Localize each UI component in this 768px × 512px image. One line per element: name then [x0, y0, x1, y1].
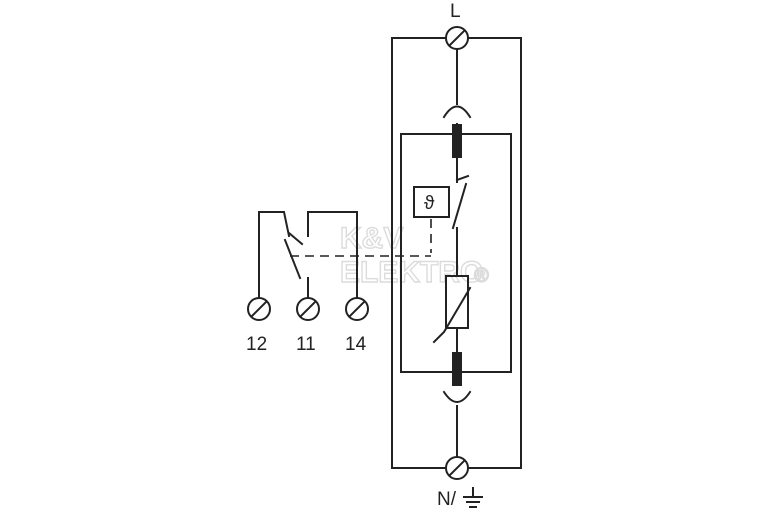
watermark: K&V ELEKTRO ®	[339, 221, 489, 289]
label-11: 11	[296, 334, 316, 355]
thermal-symbol: ϑ	[424, 193, 435, 214]
signal-contact-stop	[287, 231, 304, 246]
signal-contact-blade	[283, 238, 302, 280]
terminal-11[interactable]	[296, 297, 320, 321]
disconnector-blade	[451, 182, 468, 230]
plug-contact-bottom	[442, 390, 472, 403]
terminal-l[interactable]	[445, 26, 469, 50]
wire-terminal-14	[307, 211, 358, 298]
watermark-line1: K&V	[340, 222, 403, 255]
watermark-line2: ELEKTRO	[340, 256, 483, 289]
label-12: 12	[246, 334, 267, 355]
wire-terminal-12	[258, 211, 291, 298]
plug-contact-top	[442, 105, 472, 119]
terminal-n-pe[interactable]	[445, 456, 469, 480]
label-14: 14	[345, 334, 367, 355]
terminal-12[interactable]	[247, 297, 271, 321]
fuse-top	[452, 124, 462, 158]
disconnector-stop	[455, 174, 470, 182]
watermark-mark: ®	[474, 265, 489, 287]
varistor-characteristic	[432, 286, 472, 344]
thermal-sensor-box	[413, 186, 450, 218]
terminal-14[interactable]	[345, 297, 369, 321]
label-n: N/	[437, 489, 457, 510]
label-l: L	[450, 1, 461, 22]
fuse-bottom	[452, 352, 462, 386]
earth-ground-icon	[463, 487, 483, 508]
